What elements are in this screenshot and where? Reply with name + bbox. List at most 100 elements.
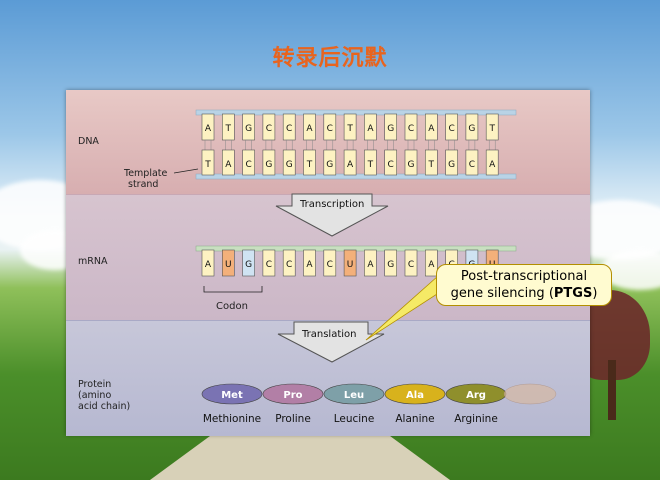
amino-acid-name: Proline	[275, 413, 311, 425]
dna-bottom-base	[485, 149, 499, 176]
dna-bottom-base-letter: A	[347, 160, 354, 170]
template-pointer	[173, 168, 199, 174]
mrna-base	[242, 249, 255, 277]
mrna-base	[404, 249, 418, 277]
mrna-base-letter: G	[387, 260, 394, 270]
dna-bottom-base	[364, 149, 377, 176]
diagram-svg: A T G C C A C T A G C A C G T T A C G G T G A T C G T G C A A U G C C A C U A G…	[173, 109, 557, 425]
dna-top-base-letter: G	[245, 124, 252, 134]
dna-bottom-base	[201, 149, 215, 176]
dna-top-base-letter: C	[327, 124, 333, 134]
amino-acid-bead	[262, 383, 324, 405]
mrna-base	[424, 249, 438, 277]
strand-label: strand	[128, 179, 159, 190]
amino-acid-name: Alanine	[395, 413, 434, 425]
mrna-base-letter: U	[347, 260, 354, 270]
codon-bracket	[203, 286, 263, 293]
dna-top-base-letter: T	[346, 124, 353, 134]
dna-bottom-base-letter: T	[204, 160, 211, 170]
codon-label: Codon	[216, 301, 248, 312]
dna-top-base-letter: A	[205, 124, 212, 134]
callout-line1: Post-transcriptional	[460, 269, 588, 284]
mrna-base-letter: G	[245, 260, 252, 270]
dna-top-base-letter: C	[408, 124, 414, 134]
dna-bottom-base	[445, 149, 458, 176]
dna-top-base-letter: T	[225, 124, 232, 134]
mrna-base	[384, 249, 398, 277]
dna-bottom-base	[242, 149, 255, 176]
mrna-base-letter: C	[266, 260, 272, 270]
callout-line2c: )	[592, 286, 598, 301]
amino-acid-abbr: Met	[221, 390, 243, 401]
dna-top-base-letter: G	[387, 124, 394, 134]
amino-acid-name: Arginine	[454, 413, 498, 425]
mrna-base-letter: A	[428, 260, 435, 270]
mrna-base-letter: U	[225, 260, 232, 270]
callout-line2a: gene silencing (	[450, 286, 554, 301]
ptgs-callout: Post-transcriptional gene silencing (PTG…	[436, 264, 612, 306]
mrna-base	[303, 249, 316, 277]
dna-bottom-base	[282, 149, 296, 176]
diagram-panel: A T G C C A C T A G C A C G T T A C G G T G A T C G T G C A A U G C C A C U A G…	[66, 90, 590, 436]
tree-trunk	[608, 360, 616, 420]
dna-label: DNA	[78, 136, 99, 147]
mrna-base-letter: A	[367, 260, 374, 270]
callout-ptgs: PTGS	[553, 286, 593, 301]
dna-bottom-base-letter: A	[225, 160, 232, 170]
dna-bottom-base-letter: T	[367, 160, 374, 170]
mrna-base-letter: C	[286, 260, 292, 270]
amino-acid-abbr: Arg	[466, 390, 486, 401]
page-title: 转录后沉默	[272, 46, 388, 71]
protein-label-2: (amino	[78, 390, 112, 401]
dna-bottom-base-letter: C	[388, 160, 394, 170]
mrna-base	[282, 249, 296, 277]
amino-acid-bead	[323, 383, 385, 405]
dna-bottom-base-letter: G	[326, 160, 333, 170]
mrna-base	[364, 249, 377, 277]
mrna-base	[222, 249, 235, 277]
amino-acid-abbr: Ala	[406, 390, 424, 401]
dna-top-base-letter: A	[306, 124, 313, 134]
dna-top-base-letter: C	[286, 124, 292, 134]
dna-bottom-base-letter: C	[245, 160, 251, 170]
dna-bottom-base-letter: G	[265, 160, 272, 170]
amino-acid-bead	[201, 383, 263, 405]
dna-bottom-base-letter: C	[469, 160, 475, 170]
mrna-label: mRNA	[78, 256, 108, 267]
dna-bottom-base-letter: G	[286, 160, 293, 170]
transcription-arrow	[275, 193, 389, 237]
amino-acid-abbr: Leu	[344, 390, 364, 401]
dna-top-base-letter: G	[468, 124, 475, 134]
dna-top-base-letter: C	[448, 124, 454, 134]
template-label: Template	[124, 168, 168, 179]
protein-label-3: acid chain)	[78, 401, 131, 412]
dna-bottom-base	[384, 149, 398, 176]
dna-top-base-letter: C	[266, 124, 272, 134]
mrna-base-letter: A	[306, 260, 313, 270]
dna-bottom-base	[465, 149, 479, 176]
amino-acid-bead	[384, 383, 446, 405]
amino-acid-abbr: Pro	[283, 390, 302, 401]
dna-bottom-base	[323, 149, 337, 176]
protein-label: Protein	[78, 379, 112, 390]
mrna-base-letter: C	[327, 260, 333, 270]
amino-acid-name: Leucine	[334, 413, 375, 425]
dna-bottom-base-letter: G	[448, 160, 455, 170]
translation-label: Translation	[302, 329, 357, 340]
dna-top-base-letter: A	[428, 124, 435, 134]
dna-bottom-base	[222, 149, 235, 176]
dna-bottom-base	[262, 149, 276, 176]
translation-arrow	[277, 321, 385, 363]
dna-top-base-letter: T	[488, 124, 495, 134]
mrna-base	[343, 249, 357, 277]
mrna-base	[262, 249, 276, 277]
mrna-base-letter: C	[408, 260, 414, 270]
mrna-base-letter: A	[205, 260, 212, 270]
dna-bottom-base-letter: T	[306, 160, 313, 170]
dna-bottom-base	[424, 149, 438, 176]
dna-top-base-letter: A	[367, 124, 374, 134]
amino-acid-bead-trailing	[503, 383, 557, 405]
dna-bottom-base-letter: G	[408, 160, 415, 170]
dna-bottom-base-letter: T	[428, 160, 435, 170]
mrna-base	[201, 249, 215, 277]
